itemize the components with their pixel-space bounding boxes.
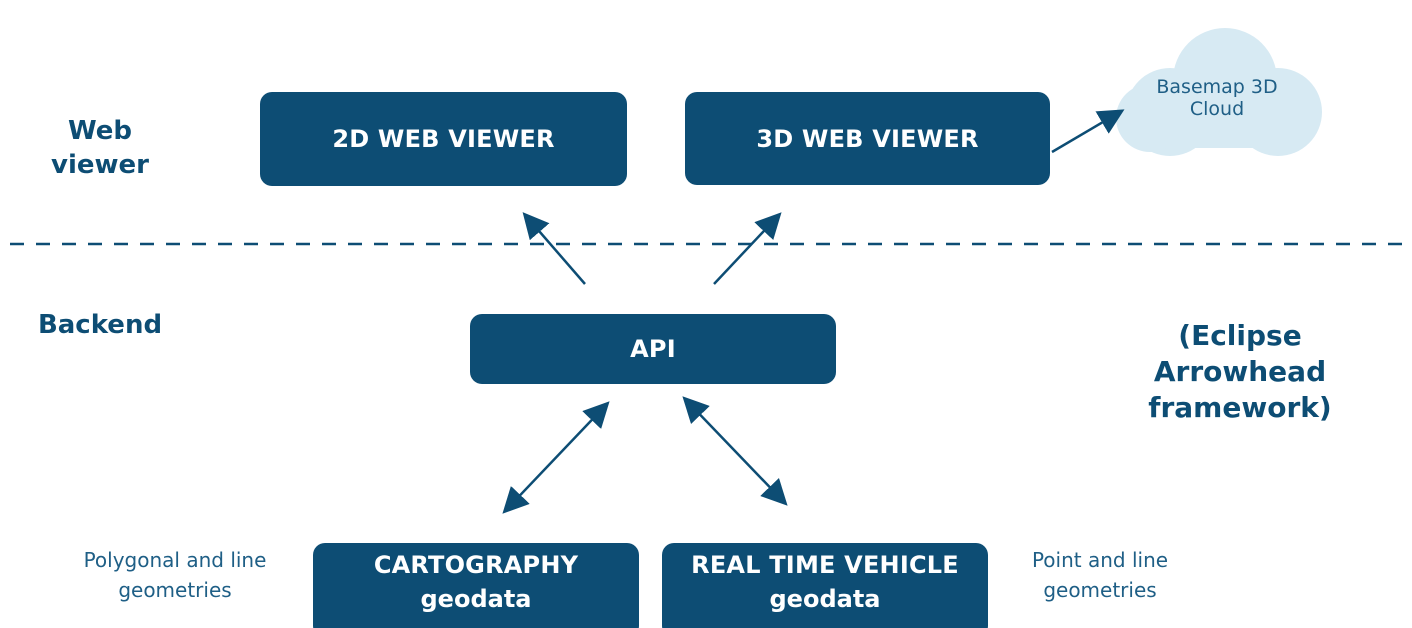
web-viewer-label: Web viewer bbox=[51, 116, 149, 180]
cartography-subtitle: geodata bbox=[420, 585, 532, 613]
viewer-2d-node: 2D WEB VIEWER bbox=[260, 92, 627, 186]
viewer-2d-title: 2D WEB VIEWER bbox=[332, 125, 555, 153]
api-node: API bbox=[470, 314, 836, 384]
backend-label: Backend bbox=[37, 310, 163, 340]
arrow-api-vehicle bbox=[682, 396, 788, 506]
arrow-3d-viewer-to-cloud bbox=[1051, 109, 1125, 154]
polygonal-geometries-note: Polygonal and line geometries bbox=[83, 548, 267, 602]
cartography-title: CARTOGRAPHY bbox=[373, 551, 579, 579]
vehicle-title: REAL TIME VEHICLE bbox=[691, 551, 959, 579]
vehicle-subtitle: geodata bbox=[769, 585, 881, 613]
viewer-3d-node: 3D WEB VIEWER bbox=[685, 92, 1050, 185]
framework-label: (Eclipse Arrowhead framework) bbox=[1148, 319, 1332, 424]
cloud-label: Basemap 3D Cloud bbox=[1156, 76, 1278, 120]
arrow-api-cartography bbox=[502, 401, 610, 514]
viewer-3d-title: 3D WEB VIEWER bbox=[756, 124, 979, 153]
cartography-node: CARTOGRAPHY geodata bbox=[313, 543, 639, 628]
point-geometries-note: Point and line geometries bbox=[1031, 548, 1169, 602]
vehicle-node: REAL TIME VEHICLE geodata bbox=[662, 543, 988, 628]
cloud-shape bbox=[1116, 28, 1322, 156]
api-title: API bbox=[630, 335, 676, 363]
arrow-api-to-3d-viewer bbox=[713, 212, 782, 285]
arrow-api-to-2d-viewer bbox=[522, 212, 586, 285]
